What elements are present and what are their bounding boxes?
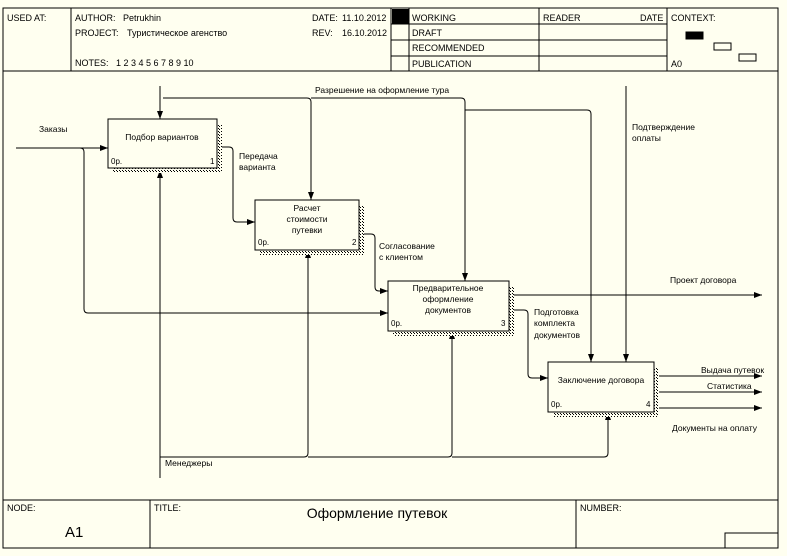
box-3-cost: 0р. xyxy=(391,319,402,328)
arrow-permission-box3 xyxy=(311,97,468,281)
box-4-title: Заключение договора xyxy=(558,375,645,385)
box-2 xyxy=(254,199,364,255)
rev-label: REV: xyxy=(312,28,333,38)
box-2-title-line2: стоимости xyxy=(287,214,328,224)
context-label: CONTEXT: xyxy=(671,13,716,23)
label-agreement-line2: с клиентом xyxy=(379,252,423,262)
notes-label: NOTES: xyxy=(75,58,109,68)
status-publication: PUBLICATION xyxy=(412,59,471,69)
box-2-title-line3: путевки xyxy=(292,225,323,235)
canvas-frame xyxy=(2,71,779,500)
box-2-title-line1: Расчет xyxy=(293,203,320,213)
status-recommended: RECOMMENDED xyxy=(412,43,485,53)
box-3-title-line1: Предварительное xyxy=(413,283,484,293)
node-label: NODE: xyxy=(7,503,36,513)
label-stats: Статистика xyxy=(707,381,752,391)
label-orders: Заказы xyxy=(39,124,67,134)
box-2-number: 2 xyxy=(352,238,357,247)
label-prep-line3: документов xyxy=(534,330,580,340)
rev-value: 16.10.2012 xyxy=(342,28,387,38)
label-agreement-line1: Согласование xyxy=(379,241,435,251)
box-4 xyxy=(547,361,659,417)
label-transfer-line2: варианта xyxy=(239,162,276,172)
box-3-title-line3: документов xyxy=(425,305,471,315)
label-contract-draft: Проект договора xyxy=(670,275,737,285)
arrow-orders-to-box3 xyxy=(79,147,388,316)
label-transfer-line1: Передача xyxy=(239,151,278,161)
author-value: Petrukhin xyxy=(123,13,161,23)
label-prep-line2: комплекта xyxy=(534,318,575,328)
used-at-label: USED AT: xyxy=(7,13,46,23)
arrow-permission-box4 xyxy=(465,109,594,362)
arrow-transfer xyxy=(217,146,255,225)
box-3-number: 3 xyxy=(501,319,506,328)
box-1 xyxy=(107,118,222,173)
context-node: A0 xyxy=(671,59,682,69)
number-label: NUMBER: xyxy=(580,503,622,513)
reader-date-label: DATE xyxy=(640,13,663,23)
arrow-permission-box2 xyxy=(163,97,314,200)
arrow-managers-box3 xyxy=(308,331,455,458)
project-value: Туристическое агенство xyxy=(127,28,227,38)
label-managers: Менеджеры xyxy=(165,458,212,468)
footer-frame xyxy=(2,499,779,549)
title-label: TITLE: xyxy=(154,503,181,513)
arrow-prep xyxy=(509,309,548,381)
label-prep-line1: Подготовка xyxy=(534,307,579,317)
label-payment-confirm-line1: Подтверждение xyxy=(632,122,695,132)
date-value: 11.10.2012 xyxy=(342,13,386,23)
box-1-cost: 0р. xyxy=(111,157,122,166)
arrow-managers-box4 xyxy=(452,412,611,458)
arrow-agreement xyxy=(359,233,388,294)
box-3-title-line2: оформление xyxy=(423,294,474,304)
arrows xyxy=(16,86,762,478)
box-2-cost: 0р. xyxy=(258,238,269,247)
box-4-cost: 0р. xyxy=(551,400,562,409)
context-thumbnail xyxy=(685,31,757,62)
diagram-title: Оформление путевок xyxy=(307,505,448,521)
box-1-number: 1 xyxy=(210,157,215,166)
working-status-marker xyxy=(392,9,409,24)
label-vouchers: Выдача путевок xyxy=(701,365,764,375)
project-label: PROJECT: xyxy=(75,28,119,38)
box-3 xyxy=(387,280,514,336)
author-label: AUTHOR: xyxy=(75,13,116,23)
notes-value: 1 2 3 4 5 6 7 8 9 10 xyxy=(116,58,194,68)
arrow-managers-box2 xyxy=(160,250,311,458)
status-working: WORKING xyxy=(412,13,456,23)
header-frame xyxy=(2,7,779,72)
node-value: A1 xyxy=(65,524,83,541)
date-label: DATE: xyxy=(312,13,338,23)
status-draft: DRAFT xyxy=(412,28,442,38)
box-1-title: Подбор вариантов xyxy=(125,132,199,142)
label-pay-docs: Документы на оплату xyxy=(672,423,758,433)
label-permission: Разрешение на оформление тура xyxy=(315,85,449,95)
reader-label: READER xyxy=(543,13,581,23)
box-4-number: 4 xyxy=(646,400,651,409)
label-payment-confirm-line2: оплаты xyxy=(632,133,661,143)
